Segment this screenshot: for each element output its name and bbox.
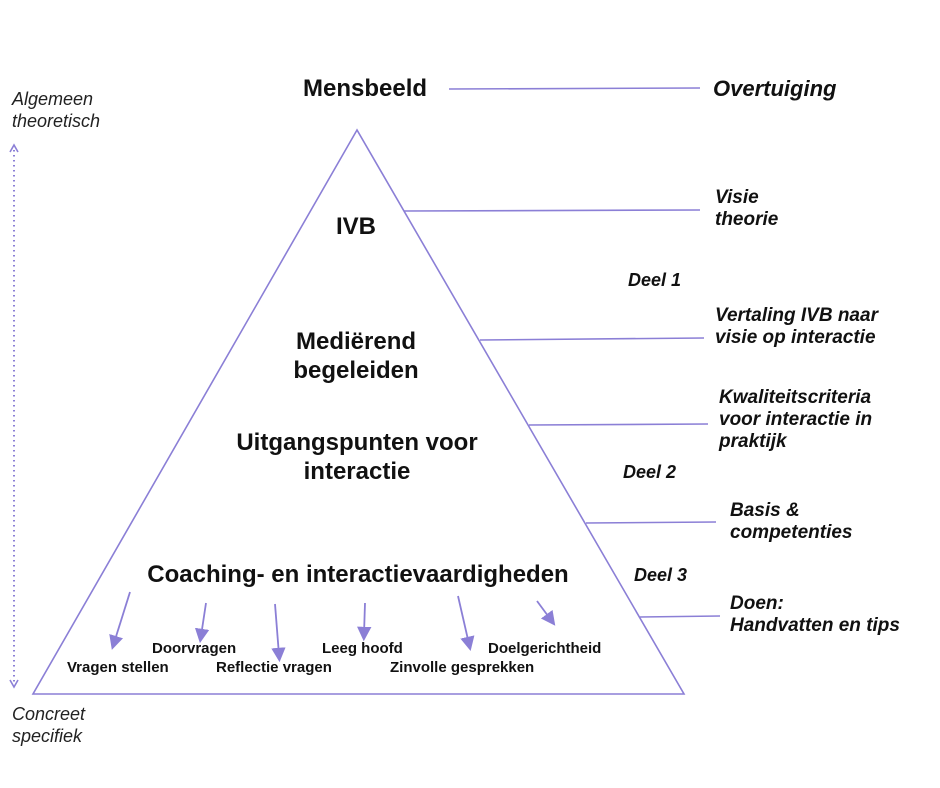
section-deel-2: Deel 2 [623, 462, 677, 482]
axis-top-label: Algemeen theoretisch [12, 89, 101, 131]
skill-reflectie-vragen: Reflectie vragen [216, 659, 332, 676]
connector-overtuiging [448, 87, 701, 90]
connector-visie [403, 209, 701, 212]
connector-basis [585, 521, 717, 524]
skill-arrow-doelgericht [536, 600, 556, 626]
axis-arrow-down [9, 679, 19, 689]
skill-arrow-doorvragen [194, 602, 210, 644]
section-deel-1: Deel 1 [628, 270, 682, 290]
connector-vertaling [479, 337, 705, 341]
apex-label: Mensbeeld [302, 75, 428, 102]
label-overtuiging: Overtuiging [713, 76, 837, 101]
axis-arrow-up [9, 143, 19, 153]
label-visie-theorie: Visie theorie [715, 187, 779, 230]
skill-doelgerichtheid: Doelgerichtheid [488, 640, 602, 657]
tier-coaching: Coaching- en interactievaardigheden [147, 561, 569, 588]
connector-kwaliteit [528, 423, 709, 426]
label-vertaling: Vertaling IVB naar visie op interactie [715, 305, 878, 348]
label-doen: Doen: Handvatten en tips [730, 593, 900, 636]
pyramid-triangle [31, 128, 686, 695]
tier-uitgangspunten: Uitgangspunten voor interactie [236, 429, 478, 485]
label-kwaliteitscriteria: Kwaliteitscriteria voor interactie in pr… [719, 387, 873, 452]
label-basis: Basis & competenties [730, 500, 853, 543]
skill-arrow-zinvolle [457, 595, 475, 652]
skill-zinvolle-gesprekken: Zinvolle gesprekken [390, 659, 535, 676]
skill-arrow-leeg-hoofd [357, 602, 372, 642]
connector-doen [639, 615, 721, 618]
axis-bottom-label: Concreet specifiek [12, 704, 86, 746]
tier-ivb: IVB [335, 213, 376, 240]
skill-vragen-stellen: Vragen stellen [67, 659, 169, 676]
skill-arrow-reflectie [271, 603, 286, 663]
tier-medierend: Mediërend begeleiden [293, 328, 419, 384]
skill-doorvragen: Doorvragen [152, 640, 237, 657]
skill-leeg-hoofd: Leeg hoofd [322, 640, 403, 657]
skill-arrow-vragen-stellen [109, 591, 131, 650]
section-deel-3: Deel 3 [634, 565, 688, 585]
